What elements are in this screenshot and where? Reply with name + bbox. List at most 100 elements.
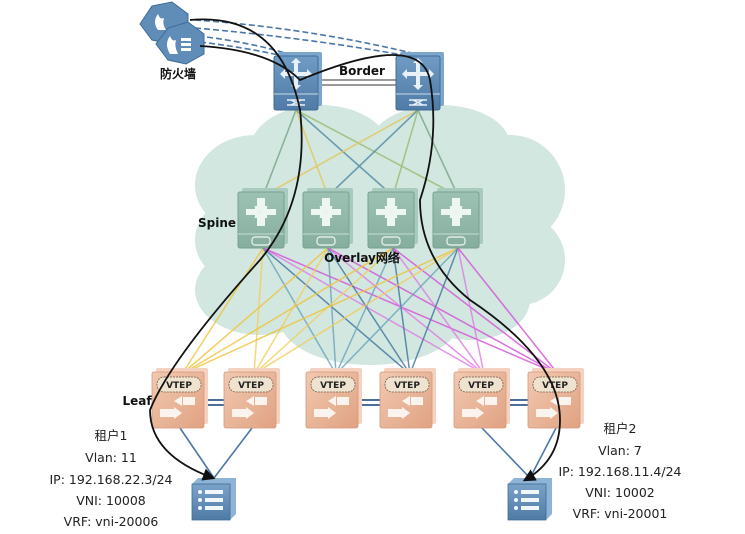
spine-leaf-link xyxy=(181,247,394,375)
tenant-1-vlan: Vlan: 11 xyxy=(85,450,137,465)
leaf-arrows-icon xyxy=(314,396,349,419)
port-icon xyxy=(446,236,466,246)
leaf-arrows-icon xyxy=(388,396,423,419)
border-spine-link xyxy=(392,109,419,197)
tenant-2-vni: VNI: 10002 xyxy=(585,485,655,500)
leaf-server-link xyxy=(213,427,253,479)
leaf-switch-5: VTEP xyxy=(453,368,510,429)
spine-cross-arrows-icon xyxy=(376,198,406,226)
tenant-2-ip: IP: 192.168.11.4/24 xyxy=(558,464,681,479)
border-spine-link xyxy=(295,109,394,197)
spine-switch-3 xyxy=(367,188,418,249)
leaf-switch-6: VTEP xyxy=(527,368,584,429)
spine-leaf-link xyxy=(253,247,394,375)
spine-cross-arrows-icon xyxy=(441,198,471,226)
leaf-switch-3: VTEP xyxy=(305,368,362,429)
brick-wall-icon xyxy=(181,38,191,51)
vtep-label: VTEP xyxy=(468,381,494,391)
leaf-arrows-icon xyxy=(160,396,195,419)
leaf-arrows-icon xyxy=(232,396,267,419)
vtep-badge xyxy=(156,376,202,393)
border-spine-link xyxy=(262,109,419,197)
overlay-cloud xyxy=(195,105,565,365)
spine-leaf-link xyxy=(262,247,411,375)
border-spine-link xyxy=(262,109,297,197)
links-layer xyxy=(179,109,559,479)
router-cross-arrows-icon xyxy=(402,58,434,90)
spine-leaf-link xyxy=(335,247,459,375)
spine-cross-arrows-icon xyxy=(246,198,276,226)
tenant-1-vrf: VRF: vni-20006 xyxy=(64,514,159,529)
spine-leaf-link xyxy=(392,247,485,375)
spine-leaf-link xyxy=(262,247,337,375)
port-icon xyxy=(316,236,336,246)
server-list-icon xyxy=(514,490,539,510)
tenant-2-info: 租户2 Vlan: 7 IP: 192.168.11.4/24 VNI: 100… xyxy=(558,421,681,521)
fw-link-3 xyxy=(197,35,293,56)
spine-leaf-link xyxy=(457,247,485,375)
border-label: Border xyxy=(339,64,385,78)
leaf-switch-2: VTEP xyxy=(223,368,280,429)
switch-arrows-icon xyxy=(287,99,305,106)
vtep-badge xyxy=(310,376,356,393)
leaf-switch-4: VTEP xyxy=(379,368,436,429)
spine-leaf-link xyxy=(253,247,329,375)
overlay-label: Overlay网络 xyxy=(324,250,400,265)
traffic-path-tenant1 xyxy=(149,18,303,481)
leaf-switch-1: VTEP xyxy=(151,368,208,429)
border-spine-link xyxy=(327,109,419,197)
spine-leaf-link xyxy=(181,247,329,375)
fire-icon xyxy=(167,36,178,54)
vtep-label: VTEP xyxy=(166,381,192,391)
spine-switch-2 xyxy=(302,188,353,249)
tenant-2-vlan: Vlan: 7 xyxy=(598,443,642,458)
vtep-label: VTEP xyxy=(542,381,568,391)
fw-link-1 xyxy=(194,19,421,56)
leaf-server-link xyxy=(481,427,531,479)
switch-arrows-icon xyxy=(409,99,427,106)
spine-leaf-link xyxy=(262,247,485,375)
vtep-badge xyxy=(228,376,274,393)
spine-leaf-link xyxy=(253,247,264,375)
spine-leaf-link xyxy=(327,247,411,375)
tenant-1-vni: VNI: 10008 xyxy=(76,493,146,508)
spine-leaf-link xyxy=(457,247,559,375)
spine-leaf-link xyxy=(262,247,559,375)
server-2 xyxy=(507,478,552,521)
spine-leaf-link xyxy=(327,247,337,375)
leaf-arrows-icon xyxy=(462,396,497,419)
vtep-badge xyxy=(458,376,504,393)
spine-switch-4 xyxy=(432,188,483,249)
leaf-label: Leaf xyxy=(122,394,152,408)
traffic-path-tenant2 xyxy=(199,45,561,482)
spine-leaf-link xyxy=(181,247,264,375)
spine-leaf-link xyxy=(409,247,459,375)
fire-icon xyxy=(155,14,166,30)
border-router-2 xyxy=(395,52,444,111)
tenant-1-ip: IP: 192.168.22.3/24 xyxy=(49,472,172,487)
firewall-label: 防火墙 xyxy=(160,66,196,81)
server-list-icon xyxy=(198,490,223,510)
fw-link-2 xyxy=(194,27,421,59)
spine-leaf-link xyxy=(335,247,394,375)
spine-leaf-link xyxy=(181,247,459,375)
tenant-2-name: 租户2 xyxy=(604,421,637,436)
tenant-2-vrf: VRF: vni-20001 xyxy=(573,506,668,521)
port-icon xyxy=(381,236,401,246)
spine-leaf-link xyxy=(253,247,459,375)
spine-leaf-link xyxy=(327,247,559,375)
border-spine-link xyxy=(417,109,459,197)
spine-leaf-link xyxy=(327,247,485,375)
firewall-2 xyxy=(155,21,205,65)
leaf-arrows-icon xyxy=(536,396,571,419)
border-spine-link xyxy=(295,109,459,197)
server-1 xyxy=(191,478,236,521)
spine-label: Spine xyxy=(198,216,236,230)
spine-leaf-link xyxy=(392,247,559,375)
spine-leaf-link xyxy=(392,247,411,375)
vtep-badge xyxy=(384,376,430,393)
port-icon xyxy=(251,236,271,246)
vtep-label: VTEP xyxy=(238,381,264,391)
vtep-label: VTEP xyxy=(320,381,346,391)
